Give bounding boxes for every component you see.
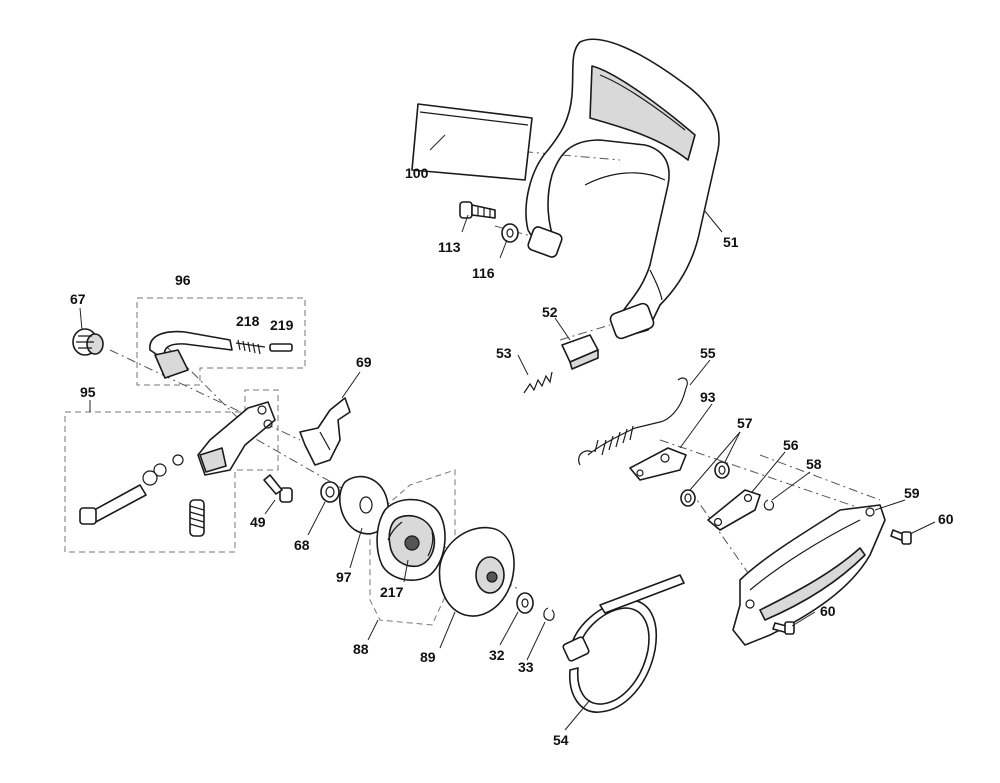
callout-97: 97 xyxy=(336,569,352,585)
callout-59: 59 xyxy=(904,485,920,501)
callout-54: 54 xyxy=(553,732,569,748)
callout-60-lower: 60 xyxy=(820,603,836,619)
washer-68 xyxy=(320,481,340,503)
callout-218: 218 xyxy=(236,313,260,329)
callout-60-upper: 60 xyxy=(938,511,954,527)
callout-88: 88 xyxy=(353,641,369,657)
oil-hose xyxy=(149,330,293,379)
callout-33: 33 xyxy=(518,659,534,675)
callout-217: 217 xyxy=(380,584,404,600)
group-box-88 xyxy=(369,469,456,626)
oil-pump xyxy=(79,401,276,537)
callout-68: 68 xyxy=(294,537,310,553)
lever-93 xyxy=(629,447,687,481)
callout-52: 52 xyxy=(542,304,558,320)
callout-32: 32 xyxy=(489,647,505,663)
callout-58: 58 xyxy=(806,456,822,472)
callout-100: 100 xyxy=(405,165,429,181)
link-plate-56 xyxy=(707,489,761,531)
callout-49: 49 xyxy=(250,514,266,530)
callout-51: 51 xyxy=(723,234,739,250)
bushing-57-b xyxy=(680,489,696,507)
circlip-33 xyxy=(543,607,555,621)
bushing-57-a xyxy=(714,461,730,479)
callout-53: 53 xyxy=(496,345,512,361)
callout-69: 69 xyxy=(356,354,372,370)
screw-60-upper xyxy=(890,529,912,545)
washer-116 xyxy=(501,223,519,243)
leader-lines xyxy=(79,134,936,731)
brake-spring xyxy=(578,377,688,466)
brake-band xyxy=(562,574,685,713)
bracket-69 xyxy=(299,397,351,466)
washer-32 xyxy=(516,592,534,614)
screw-60-lower xyxy=(772,621,795,635)
callout-219: 219 xyxy=(270,317,294,333)
worm-gear-67 xyxy=(72,328,104,356)
screw-49 xyxy=(263,474,293,503)
callout-67: 67 xyxy=(70,291,86,307)
callout-93: 93 xyxy=(700,389,716,405)
callout-55: 55 xyxy=(700,345,716,361)
front-handle xyxy=(525,38,720,340)
callout-116: 116 xyxy=(472,265,495,281)
clutch-assembly xyxy=(376,498,446,581)
callout-labels: 100 113 116 51 96 67 218 219 95 69 52 53… xyxy=(70,165,954,748)
group-box-96 xyxy=(136,297,306,386)
chain-brake-cover xyxy=(732,504,886,646)
callout-96: 96 xyxy=(175,272,191,288)
callout-89: 89 xyxy=(420,649,436,665)
clutch-drum xyxy=(438,526,515,617)
callout-113: 113 xyxy=(438,239,461,255)
spring-53 xyxy=(523,371,553,394)
screw-113 xyxy=(459,201,496,219)
rubber-block-52 xyxy=(561,334,599,370)
group-box-95 xyxy=(64,389,279,553)
callout-56: 56 xyxy=(783,437,799,453)
callout-95: 95 xyxy=(80,384,96,400)
circlip-58 xyxy=(763,499,775,511)
callout-57: 57 xyxy=(737,415,753,431)
label-sticker xyxy=(411,103,533,181)
